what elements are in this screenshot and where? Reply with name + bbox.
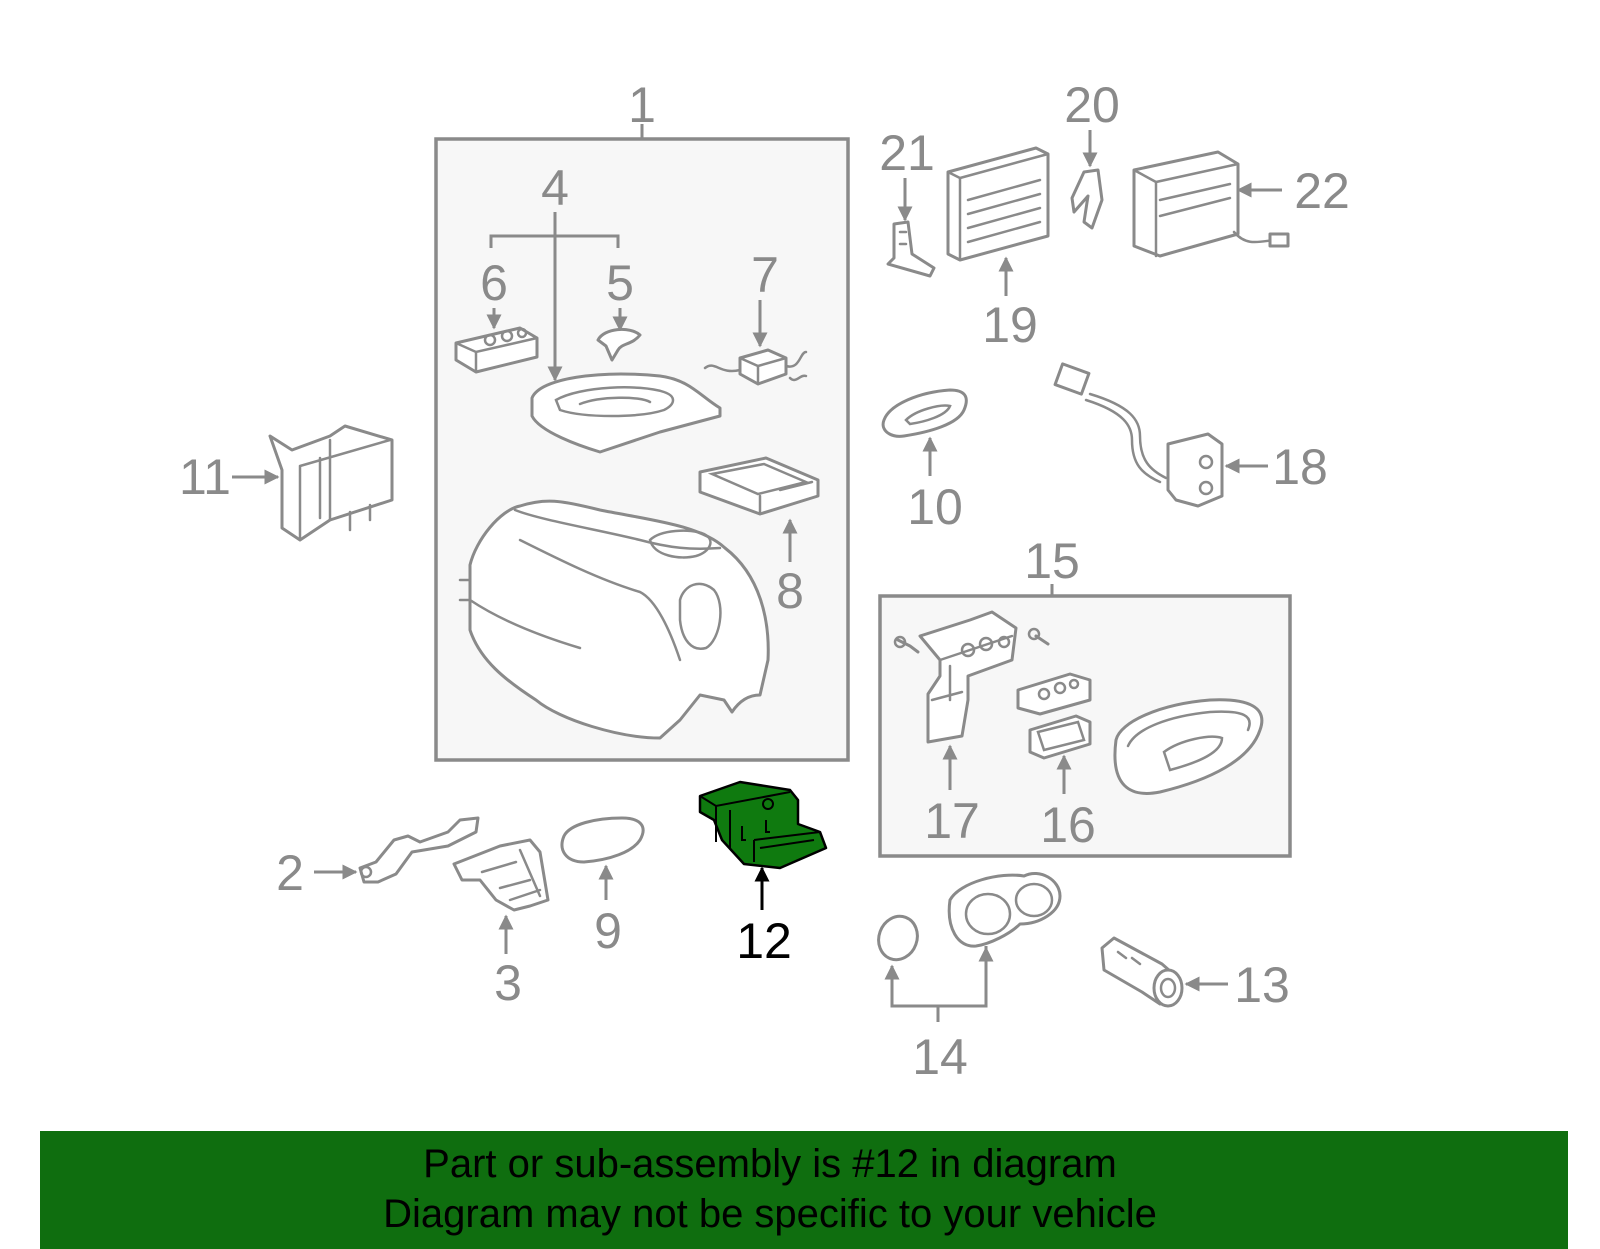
- callout-21: 21: [879, 125, 935, 181]
- part-13-power-outlet: [1100, 936, 1184, 1008]
- callout-7: 7: [751, 247, 779, 303]
- part-3-bracket: [452, 838, 550, 912]
- callout-20: 20: [1064, 77, 1120, 133]
- part-8-tray: [698, 456, 820, 516]
- callout-13: 13: [1234, 957, 1290, 1013]
- callout-11: 11: [179, 449, 231, 505]
- callout-2: 2: [276, 845, 304, 901]
- callout-19: 19: [982, 297, 1038, 353]
- part-21-bracket: [886, 220, 936, 278]
- part-20-clip-bracket: [1070, 168, 1104, 230]
- callout-1: 1: [628, 77, 656, 133]
- callout-18: 18: [1272, 439, 1328, 495]
- callout-14: 14: [912, 1029, 968, 1085]
- callout-10: 10: [907, 479, 963, 535]
- callout-5: 5: [606, 255, 634, 311]
- footer-line-1: Part or sub-assembly is #12 in diagram: [423, 1142, 1117, 1186]
- callout-3: 3: [494, 955, 522, 1011]
- callout-16: 16: [1040, 797, 1096, 853]
- part-5-clip: [596, 327, 642, 362]
- callout-8: 8: [776, 563, 804, 619]
- part-19-module: [946, 146, 1050, 262]
- part-12-highlighted-housing[interactable]: [698, 780, 828, 870]
- footer-line-2: Diagram may not be specific to your vehi…: [383, 1192, 1157, 1236]
- part-11-bracket-box: [268, 424, 394, 542]
- part-4-shift-bezel: [530, 372, 722, 454]
- part-16-handle-bezel: [1113, 698, 1264, 795]
- group-15-box: 15 17 16: [878, 533, 1292, 858]
- part-9-oval-cover: [560, 816, 645, 864]
- callout-9: 9: [594, 903, 622, 959]
- callout-22: 22: [1294, 163, 1350, 219]
- console-assembly-group: 1 4 6 5 7: [434, 77, 850, 762]
- callout-6: 6: [480, 255, 508, 311]
- part-22-receiver-unit: [1132, 150, 1290, 258]
- part-6-switch-panel: [454, 326, 539, 374]
- part-17-latch: [918, 610, 1018, 744]
- part-10-handle: [881, 388, 968, 438]
- part-2-bracket: [358, 816, 480, 884]
- part-18-socket-harness: [1053, 362, 1224, 508]
- part-14-ring: [877, 914, 919, 962]
- part-16-switch-bezel: [1016, 672, 1092, 760]
- part-7-switch-harness: [703, 348, 808, 386]
- callout-12: 12: [736, 913, 792, 969]
- footer-banner: Part or sub-assembly is #12 in diagram D…: [40, 1131, 1568, 1249]
- part-14-cupholder: [947, 872, 1062, 948]
- callout-4: 4: [541, 160, 569, 216]
- part-1-console-body: [458, 499, 770, 740]
- callout-15: 15: [1024, 533, 1080, 589]
- callout-17: 17: [924, 793, 980, 849]
